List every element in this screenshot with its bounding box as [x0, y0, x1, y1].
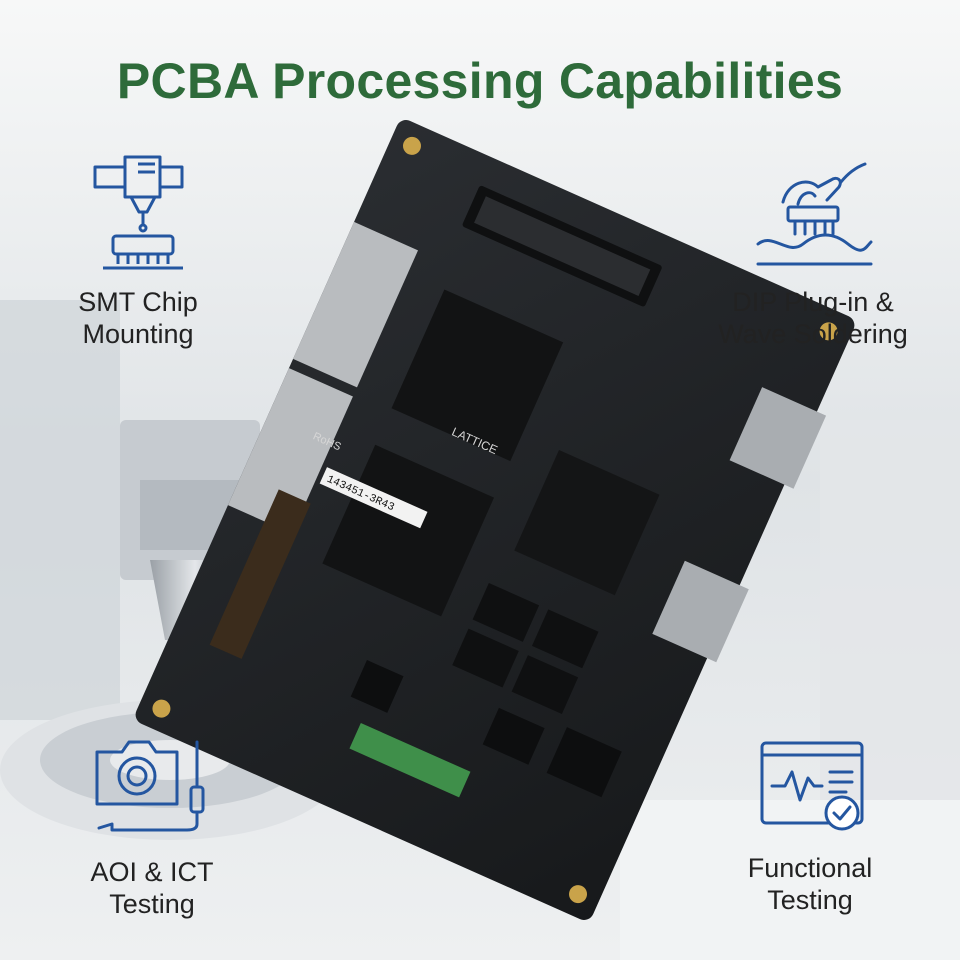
monitor-check-icon — [760, 741, 864, 831]
capability-label-smt: SMT Chip Mounting — [78, 287, 198, 349]
capability-aoi: AOI & ICT Testing — [22, 732, 282, 920]
capability-smt: SMT Chip Mounting — [8, 152, 268, 350]
capability-label-dip: DIP Plug-in & Wave Soldering — [718, 287, 908, 349]
capability-label-functional: Functional Testing — [747, 853, 873, 915]
capability-label-aoi: AOI & ICT Testing — [90, 857, 214, 919]
capability-functional: Functional Testing — [680, 738, 940, 916]
wave-soldering-hand-icon — [756, 162, 873, 266]
smt-nozzle-icon — [93, 155, 184, 270]
page-title: PCBA Processing Capabilities — [116, 53, 844, 109]
camera-probe-icon — [95, 740, 205, 832]
capability-dip: DIP Plug-in & Wave Soldering — [683, 152, 943, 350]
pcb-board: LATTICE RoHS 143451-3R43 — [135, 120, 855, 920]
